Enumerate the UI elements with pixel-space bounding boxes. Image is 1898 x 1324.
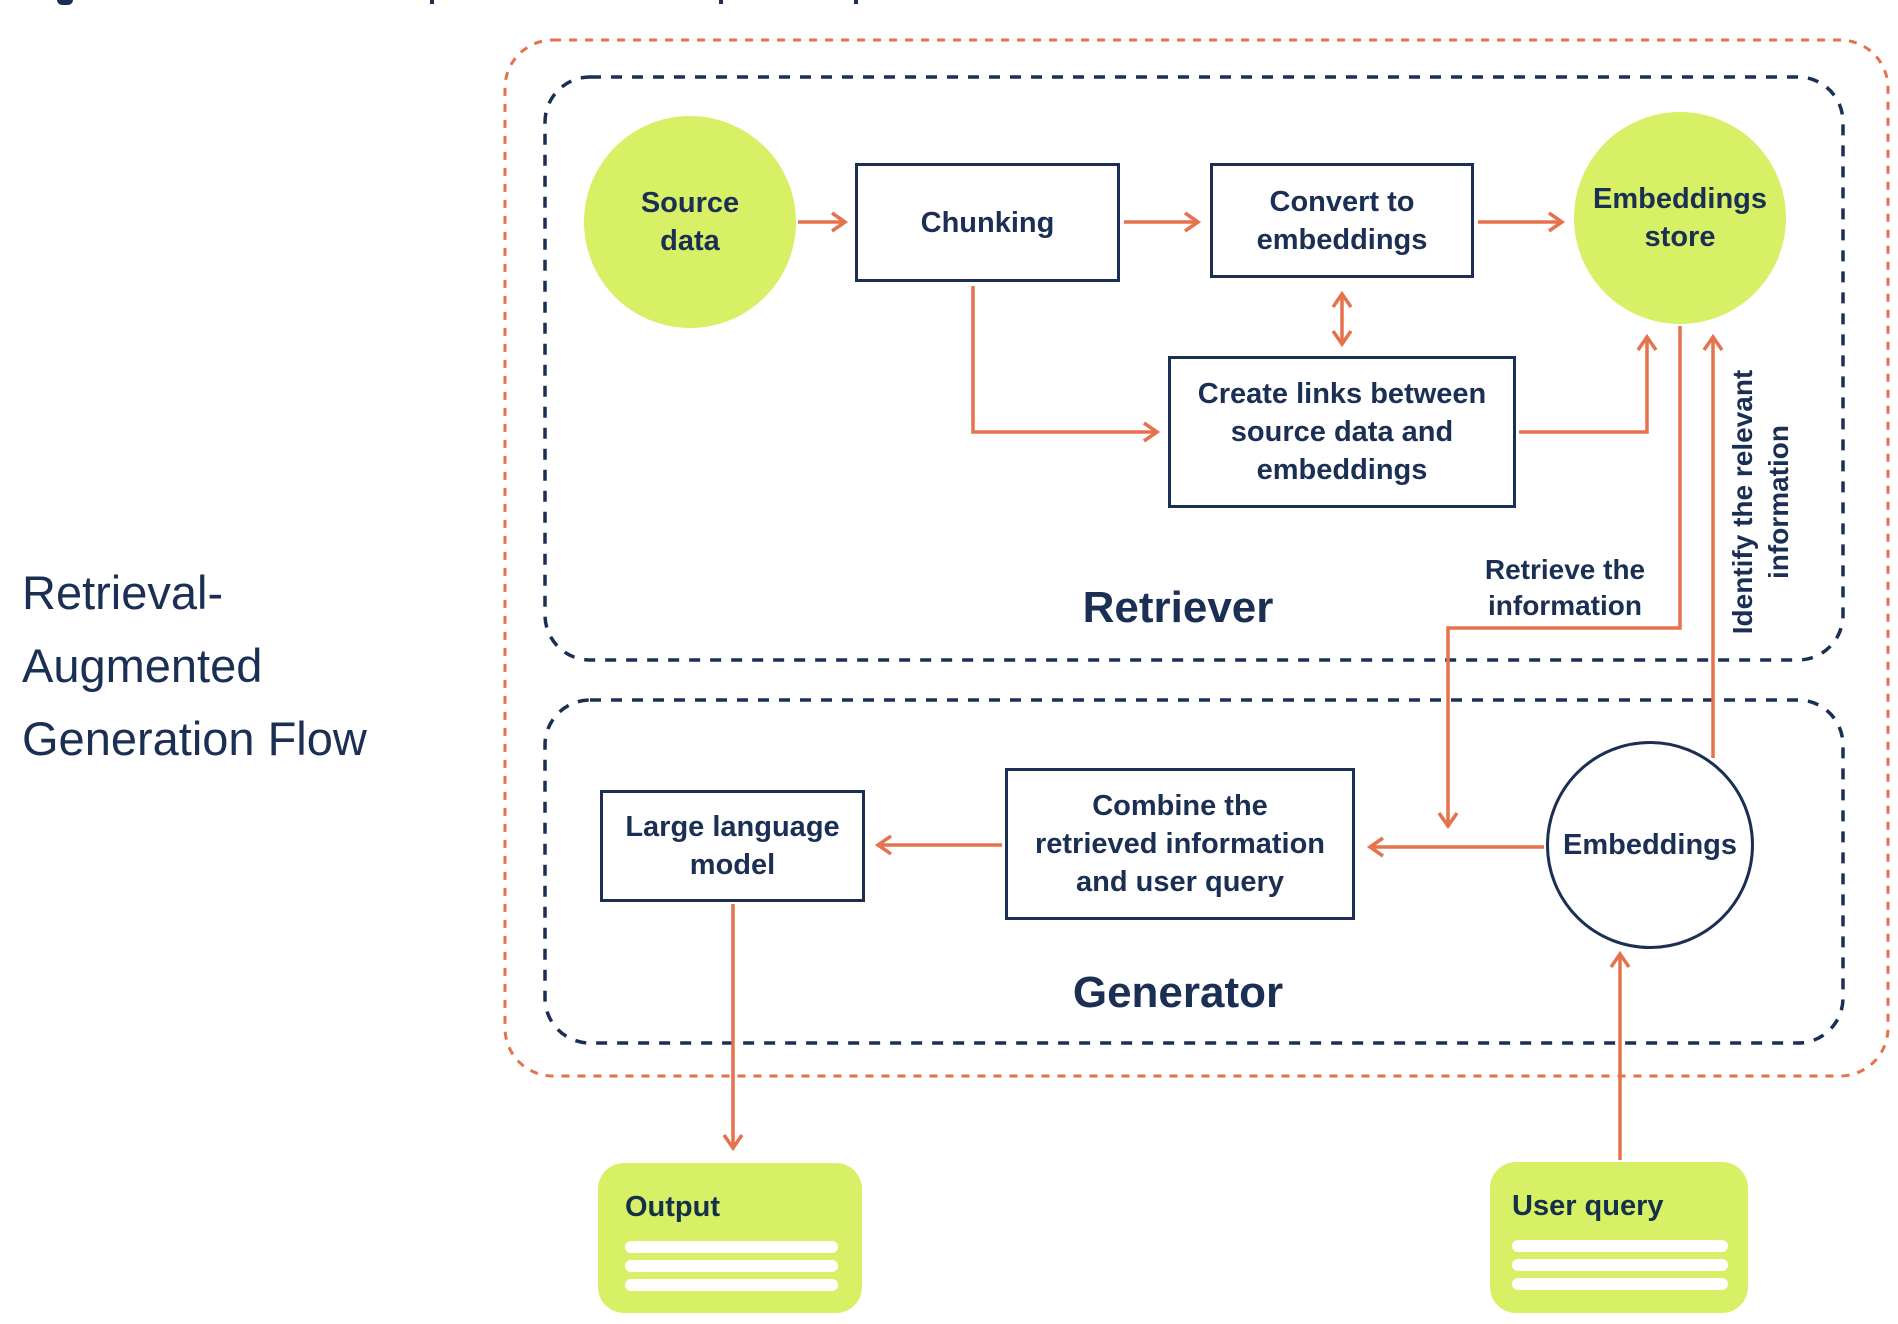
node-combine-retrieved-and-query: Combine the retrieved information and us… xyxy=(1005,768,1355,920)
arrow-chunking-to-create-links xyxy=(971,286,1161,443)
user-query-text-placeholder-lines xyxy=(1512,1240,1728,1297)
edge-label-line: information xyxy=(1488,590,1642,621)
node-output: Output xyxy=(598,1163,862,1313)
node-source-data: Source data xyxy=(584,116,796,328)
placeholder-line xyxy=(625,1241,838,1253)
node-label: Combine the xyxy=(1092,790,1268,822)
retriever-section-label: Retriever xyxy=(1082,583,1274,632)
node-user-query: User query xyxy=(1490,1162,1748,1313)
retrieve-information-label: Retrieve the information xyxy=(1465,552,1665,624)
cropped-text-fragment xyxy=(430,0,434,4)
node-label: Large language xyxy=(625,811,840,843)
node-label: Source xyxy=(640,187,740,219)
node-label: store xyxy=(1644,221,1716,253)
node-label: embeddings xyxy=(1256,223,1428,256)
diagram-title-line: Retrieval- xyxy=(22,566,224,619)
node-label: Embeddings xyxy=(1562,829,1737,861)
node-label: data xyxy=(660,225,720,257)
node-embeddings: Embeddings xyxy=(1546,741,1754,949)
cropped-text-fragment xyxy=(854,0,858,4)
placeholder-line xyxy=(1512,1278,1728,1290)
edge-label-line: information xyxy=(1763,425,1794,579)
cropped-text-fragment xyxy=(719,0,723,4)
node-label: source data and xyxy=(1230,416,1454,448)
node-label: Convert to xyxy=(1269,185,1415,218)
diagram-title: Retrieval- Augmented Generation Flow xyxy=(22,556,382,775)
node-large-language-model: Large language model xyxy=(600,790,865,902)
generator-section-label: Generator xyxy=(1072,968,1284,1017)
edge-label-line: Identify the relevant xyxy=(1727,369,1758,635)
identify-relevant-information-label: Identify the relevant information xyxy=(1725,352,1805,652)
node-label: Chunking xyxy=(920,206,1055,239)
edge-label-line: Retrieve the xyxy=(1484,554,1646,585)
node-create-links: Create links between source data and emb… xyxy=(1168,356,1516,508)
node-label: retrieved information xyxy=(1034,828,1326,860)
diagram-title-line: Augmented xyxy=(22,639,263,692)
placeholder-line xyxy=(1512,1240,1728,1252)
node-convert-to-embeddings: Convert to embeddings xyxy=(1210,163,1474,278)
node-label: Create links between xyxy=(1197,378,1487,410)
placeholder-line xyxy=(625,1279,838,1291)
cropped-text-fragment xyxy=(57,0,73,5)
node-chunking: Chunking xyxy=(855,163,1120,282)
node-label: Output xyxy=(625,1191,721,1223)
placeholder-line xyxy=(625,1260,838,1272)
node-label: User query xyxy=(1512,1190,1664,1222)
diagram-title-line: Generation Flow xyxy=(22,712,367,765)
node-label: embeddings xyxy=(1256,454,1428,486)
arrow-create-links-to-embeddings-store xyxy=(1519,333,1658,434)
node-label: and user query xyxy=(1076,866,1284,898)
node-label: model xyxy=(689,849,776,881)
node-embeddings-store: Embeddings store xyxy=(1574,112,1786,324)
placeholder-line xyxy=(1512,1259,1728,1271)
node-label: Embeddings xyxy=(1592,183,1767,215)
output-text-placeholder-lines xyxy=(625,1241,838,1298)
